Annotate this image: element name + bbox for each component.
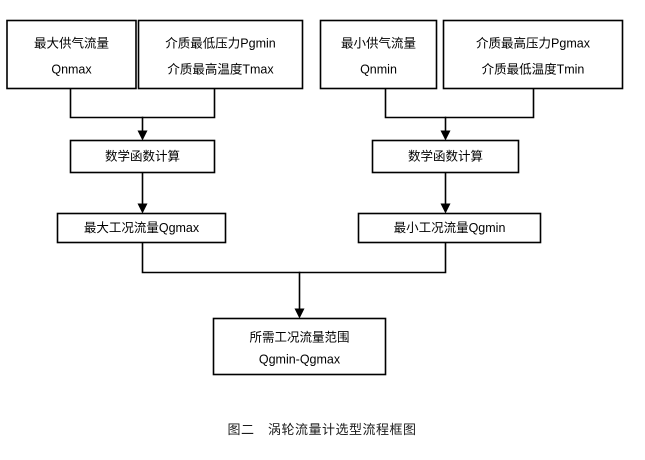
node-qgmax-result: 最大工况流量Qgmax: [56, 212, 227, 244]
node-max-pressure-min-temp-line2: 介质最低温度Tmin: [482, 61, 585, 76]
figure-caption: 图二 涡轮流量计选型流程框图: [227, 422, 416, 437]
arrow-head-icon: [440, 203, 451, 214]
node-qgmin-result-label: 最小工况流量Qgmin: [394, 221, 506, 235]
node-max-supply-flow: 最大供气流量 Qnmax: [6, 19, 137, 90]
node-min-pressure-max-temp-line1: 介质最低压力Pgmin: [165, 36, 275, 50]
node-max-supply-flow-line1: 最大供气流量: [34, 35, 109, 50]
node-qgmax-result-label: 最大工况流量Qgmax: [84, 221, 200, 235]
node-min-supply-flow-line2: Qnmin: [360, 62, 397, 76]
connector-bottom-merge: [141, 241, 447, 319]
connector-left-calc-to-result: [137, 171, 148, 214]
node-required-range: 所需工况流量范围 Qgmin-Qgmax: [212, 317, 387, 376]
node-min-pressure-max-temp: 介质最低压力Pgmin 介质最高温度Tmax: [137, 19, 304, 90]
node-qgmin-result: 最小工况流量Qgmin: [357, 212, 542, 244]
connector-left-top-merge: [69, 87, 216, 141]
arrow-head-icon: [440, 130, 451, 141]
arrow-head-icon: [137, 203, 148, 214]
connector-right-calc-to-result: [440, 171, 451, 214]
node-min-pressure-max-temp-line2: 介质最高温度Tmax: [167, 61, 274, 76]
node-min-supply-flow: 最小供气流量 Qnmin: [319, 19, 438, 90]
node-required-range-line2: Qgmin-Qgmax: [259, 352, 341, 366]
node-math-calc-right: 数学函数计算: [371, 139, 520, 174]
node-math-calc-right-label: 数学函数计算: [408, 148, 483, 163]
node-max-pressure-min-temp: 介质最高压力Pgmax 介质最低温度Tmin: [442, 19, 624, 90]
arrow-head-icon: [137, 130, 148, 141]
node-min-supply-flow-line1: 最小供气流量: [341, 35, 416, 50]
node-max-pressure-min-temp-line1: 介质最高压力Pgmax: [476, 35, 591, 50]
node-math-calc-left-label: 数学函数计算: [105, 148, 180, 163]
arrow-head-icon: [294, 308, 305, 319]
node-max-supply-flow-line2: Qnmax: [51, 62, 92, 76]
node-required-range-line1: 所需工况流量范围: [249, 330, 349, 344]
connector-right-top-merge: [384, 87, 535, 141]
node-math-calc-left: 数学函数计算: [69, 139, 216, 174]
